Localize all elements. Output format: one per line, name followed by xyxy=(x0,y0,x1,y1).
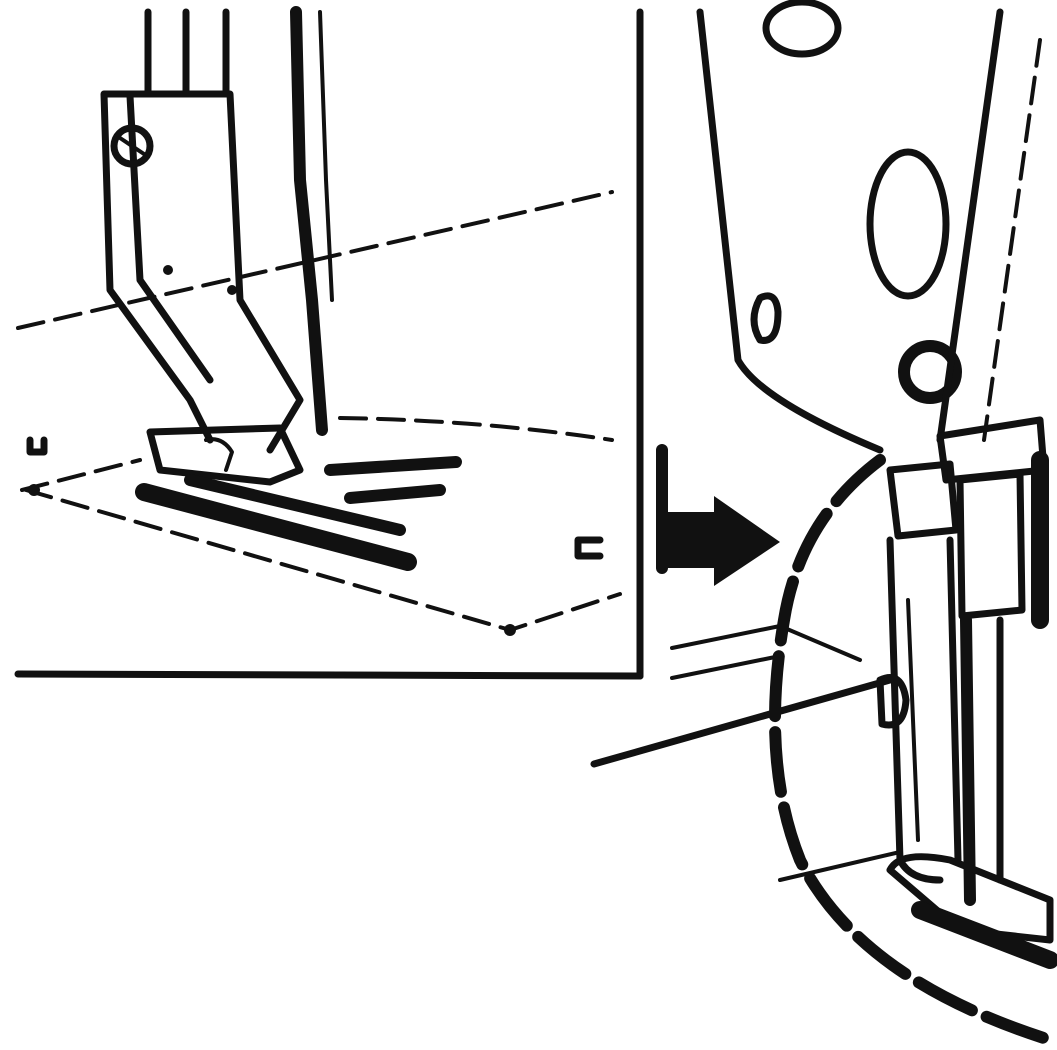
bed-dot-left xyxy=(28,484,40,496)
casing-oval-top xyxy=(762,0,842,58)
shank-hole-lower xyxy=(227,285,237,295)
slot-mark-right xyxy=(574,536,604,560)
presser-foot-assembly xyxy=(590,0,1057,969)
panel-bottom-border xyxy=(14,670,644,680)
casing-oval-large xyxy=(866,148,950,300)
shank-screw-slot xyxy=(118,136,146,156)
foot-toe-slot xyxy=(204,437,234,472)
magnified-needle-bar xyxy=(960,614,976,906)
magnified-circle-outline xyxy=(769,454,1056,1046)
foot-runner-top xyxy=(324,456,462,476)
machine-head-outline xyxy=(696,8,884,454)
bed-line-left xyxy=(20,458,142,492)
clamp-block xyxy=(936,416,1048,484)
shank-hole-upper xyxy=(163,265,173,275)
foot-runner-long xyxy=(135,483,417,571)
arrow-head xyxy=(664,496,780,586)
clamp-side xyxy=(956,470,1026,620)
shank-screw-icon xyxy=(110,124,154,168)
presser-foot-detail-panel xyxy=(14,6,644,680)
needle-bar xyxy=(290,6,328,436)
fabric-line-lower xyxy=(670,654,782,680)
foot-runner-short xyxy=(344,484,446,504)
presser-bar xyxy=(144,8,230,96)
foot-sole xyxy=(146,424,304,486)
magnified-shank-inner xyxy=(906,598,920,842)
casing-bolt-icon xyxy=(898,340,962,404)
fabric-line-foot xyxy=(778,850,902,882)
clamp-upper xyxy=(886,460,960,540)
direction-arrow-icon xyxy=(656,444,780,586)
foot-runner-mid xyxy=(184,474,406,536)
magnified-foot-sole xyxy=(886,853,1054,944)
fabric-line-upper xyxy=(670,624,862,662)
leader-line xyxy=(590,676,894,768)
bed-line-middle xyxy=(338,416,614,442)
magnified-shank xyxy=(886,536,962,884)
casing-bolt-small xyxy=(750,292,782,344)
foot-shank xyxy=(100,90,304,454)
magnified-foot-runner xyxy=(911,901,1057,969)
bed-dot-bottom xyxy=(504,624,516,636)
needle-bar-edge xyxy=(318,10,334,302)
head-bar-b xyxy=(982,38,1042,442)
head-bar-a xyxy=(936,8,1004,444)
slot-mark-left xyxy=(26,436,48,456)
